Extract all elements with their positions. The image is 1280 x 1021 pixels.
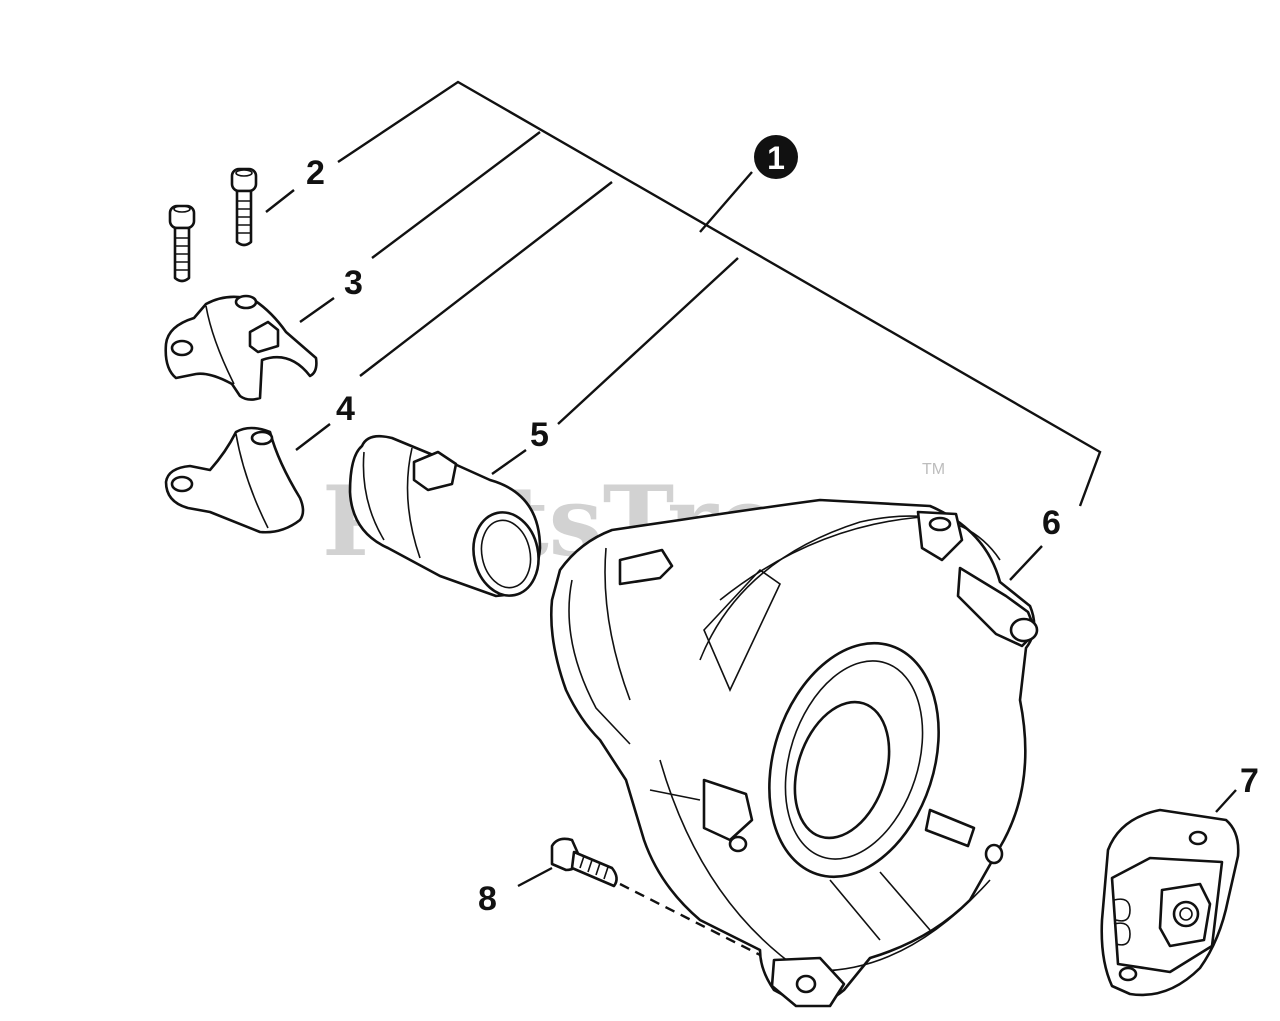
assembly-bracket-lines <box>265 80 1237 962</box>
callout-4[interactable]: 4 <box>336 390 355 428</box>
part-2-screws[interactable] <box>168 167 258 283</box>
callout-6[interactable]: 6 <box>1042 504 1061 542</box>
part-3-clamp-upper[interactable] <box>164 294 318 401</box>
part-5-sleeve[interactable] <box>348 434 546 602</box>
callout-1-label: 1 <box>767 140 785 176</box>
callout-7[interactable]: 7 <box>1240 762 1259 800</box>
callout-1[interactable]: 1 <box>754 135 798 179</box>
callout-3[interactable]: 3 <box>344 264 363 302</box>
screw-left <box>168 204 196 283</box>
callout-2[interactable]: 2 <box>306 154 325 192</box>
part-7-clutch[interactable] <box>1100 808 1240 997</box>
part-6-housing[interactable] <box>549 498 1039 1008</box>
screw-right <box>230 167 258 247</box>
callout-8[interactable]: 8 <box>478 880 497 918</box>
watermark-trademark: TM <box>922 461 945 478</box>
part-8-screw[interactable] <box>550 837 618 888</box>
part-4-clamp-lower[interactable] <box>164 426 305 534</box>
callout-5[interactable]: 5 <box>530 416 549 454</box>
